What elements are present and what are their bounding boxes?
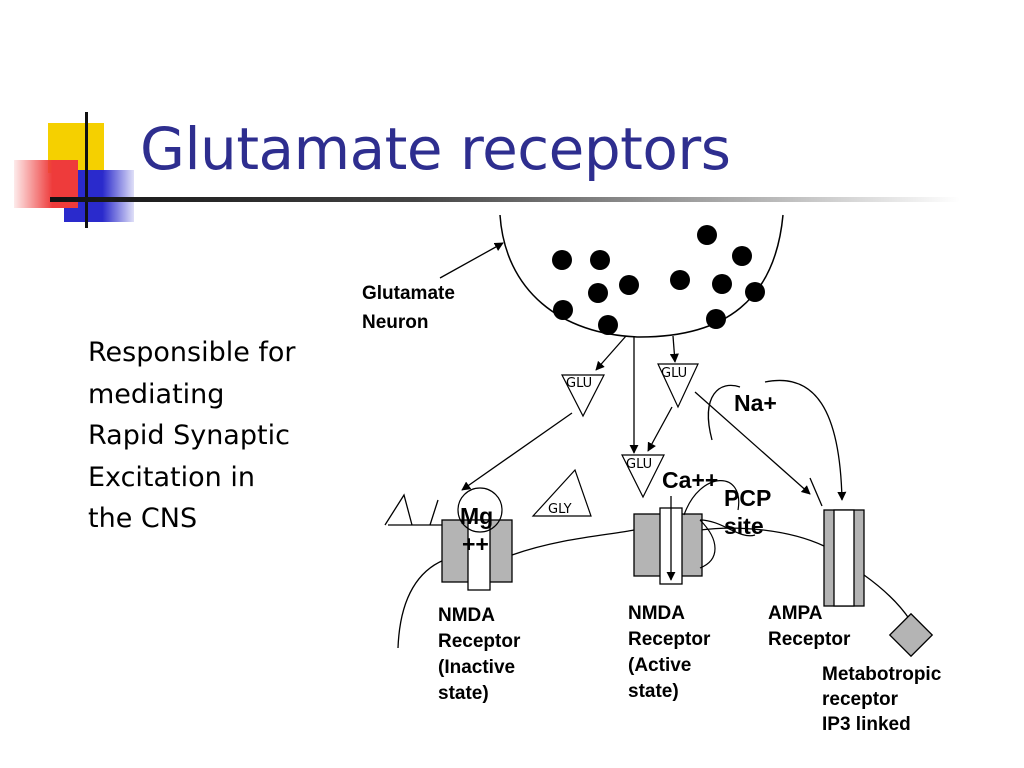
svg-text:GLU: GLU [661,366,687,381]
presynaptic-terminal [499,214,784,338]
slide-title: Glutamate receptors [140,115,731,183]
vesicle [590,250,610,270]
release-arrows [461,335,847,501]
title-underline [50,197,960,202]
ca-ion-label: Ca++ [662,467,718,493]
nmda-receptor-inactive: Mg ++ [441,487,513,591]
vesicle [619,275,639,295]
vesicle [588,283,608,303]
pcp-site-label: PCP site [724,485,777,539]
vesicle [553,300,573,320]
svg-text:GLU: GLU [566,376,592,391]
vesicle [745,282,765,302]
neuron-label: Glutamate Neuron [362,283,460,333]
ampa-label: AMPA Receptor [768,603,851,650]
vesicle [598,315,618,335]
vesicles [552,225,765,335]
nmda-active-label: NMDA Receptor (Active state) [628,603,716,702]
vesicle [552,250,572,270]
description-line: mediating [88,378,225,410]
svg-text:GLU: GLU [626,457,652,472]
metabotropic-label: Metabotropic receptor IP3 linked [822,664,947,735]
description-line: Excitation in [88,461,255,493]
description-line: the CNS [88,503,198,534]
glu-molecule: GLU [657,363,699,409]
nmda-inactive-label: NMDA Receptor (Inactive state) [438,605,526,704]
gly-molecule: GLY [531,468,592,517]
description-line: Responsible for [88,337,296,368]
postsynaptic-membrane [384,477,911,649]
na-ion-label: Na+ [734,390,777,416]
neuron-arrow [439,242,504,279]
vesicle [712,274,732,294]
nmda-receptor-active: Ca++ PCP site [633,467,777,585]
svg-text:GLY: GLY [548,502,572,517]
ampa-receptor [823,509,865,607]
description-text: Responsible for mediating Rapid Synaptic… [88,332,328,540]
description-line: Rapid Synaptic [88,420,290,451]
vesicle [706,309,726,329]
vesicle [670,270,690,290]
metabotropic-receptor [888,612,934,658]
glu-molecule: GLU [561,374,605,418]
vesicle [697,225,717,245]
deco-vertical-line [85,112,88,228]
mg-ion-label: Mg ++ [460,503,500,557]
glu-molecule: GLU [621,454,665,499]
vesicle [732,246,752,266]
